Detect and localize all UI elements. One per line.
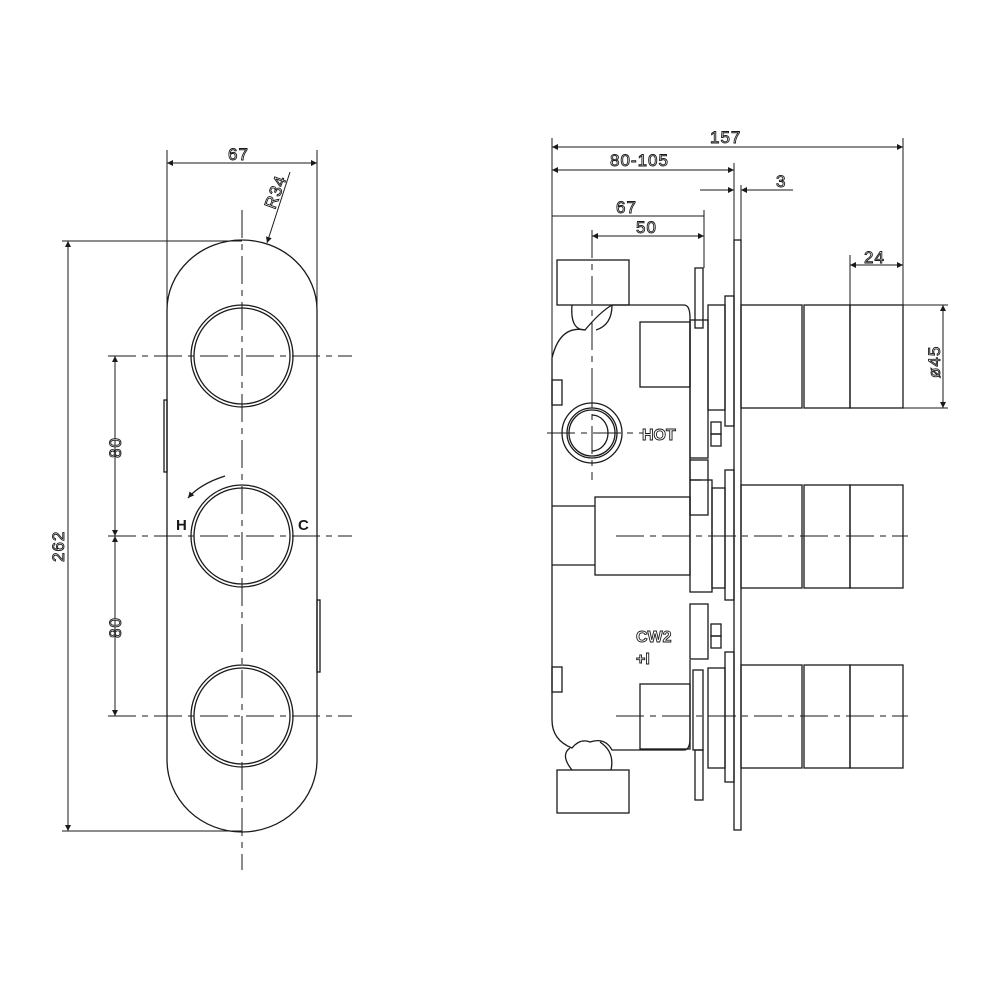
handle-top <box>740 304 904 409</box>
dim-handle-diameter: ø45 <box>925 346 944 378</box>
rotation-arrow-icon <box>187 475 226 499</box>
faceplate-outline <box>166 239 318 833</box>
dim-spacing-upper: 80 <box>106 437 125 458</box>
dim-wall-depth: 80-105 <box>610 151 669 170</box>
plate-tab-right <box>316 599 321 673</box>
cold-outlet-label-line2: +I <box>636 651 650 668</box>
hot-label: H <box>176 517 187 534</box>
dim-spacing-lower: 80 <box>106 617 125 638</box>
hot-inlet-fitting <box>547 380 645 480</box>
dim-width: 67 <box>228 145 249 164</box>
dim-plate-thickness: 3 <box>776 172 786 191</box>
dim-radius: R34 <box>261 173 291 212</box>
wall-plate <box>733 239 742 831</box>
dim-height: 262 <box>49 531 68 562</box>
dim-body-depth: 67 <box>616 198 637 217</box>
nut-hot <box>710 421 722 447</box>
dim-overall-depth: 157 <box>710 128 741 147</box>
hot-inlet-label: HOT <box>642 427 676 444</box>
front-view: H C 67 R34 262 80 80 <box>49 145 352 870</box>
nut-cold <box>710 623 722 649</box>
valve-body <box>551 304 701 751</box>
side-view: HOT CW2 +I <box>547 128 948 831</box>
cold-label: C <box>298 517 309 534</box>
plate-tab-left <box>163 399 168 473</box>
dim-handle-length: 24 <box>864 248 885 267</box>
flange-stack <box>689 267 735 801</box>
cold-outlet-label-line1: CW2 <box>636 629 672 646</box>
dim-inlet-offset: 50 <box>636 218 657 237</box>
